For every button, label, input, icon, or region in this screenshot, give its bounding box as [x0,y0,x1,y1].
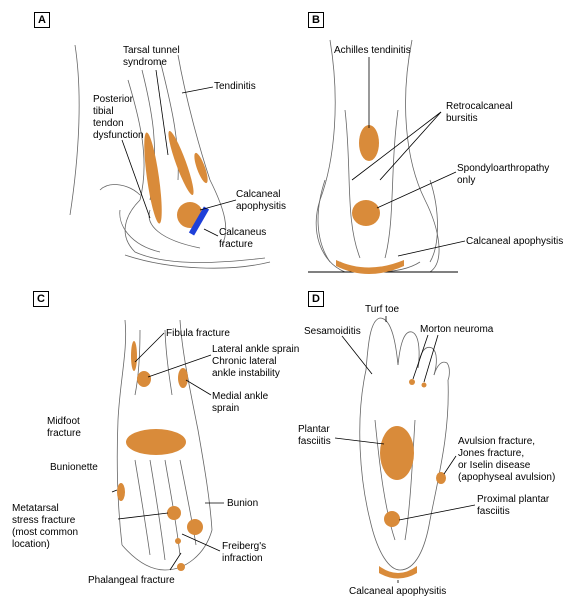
panel-c-leaders [111,332,224,571]
phalangeal-lesion [177,563,185,571]
lateral-ankle-lesion [137,371,151,387]
freiberg-lesion [175,538,181,544]
label-avulsion: Avulsion fracture, Jones fracture, or Is… [458,436,556,483]
plantar-fasciitis-lesion [380,426,414,480]
label-tendinitis: Tendinitis [214,81,256,92]
label-metatarsal: Metatarsal stress fracture (most common … [12,503,79,550]
bunionette-lesion [117,483,125,501]
calcaneal-apophysitis-lesion-b [336,260,404,274]
posterior-tibial-tendon-lesion [144,132,162,224]
morton-lesion-1 [409,379,415,385]
proximal-plantar-lesion [384,511,400,527]
label-turf-toe: Turf toe [365,304,400,315]
label-morton: Morton neuroma [420,324,494,335]
label-phalangeal: Phalangeal fracture [88,575,175,586]
calcaneus-fracture-line [188,206,210,236]
metatarsal-stress-lesion [167,506,181,520]
panel-c-letter: C [33,291,49,307]
label-bunionette: Bunionette [50,462,98,473]
panel-d-leaders [334,316,476,583]
label-proximal-plantar: Proximal plantar fasciitis [477,494,550,517]
label-fibula: Fibula fracture [166,328,230,339]
panel-d-letter: D [308,291,324,307]
panel-c-lesions [117,341,203,571]
panel-b-leaders [351,57,466,257]
label-achilles: Achilles tendinitis [334,45,411,56]
label-calcaneal-apophysitis-a: Calcaneal apophysitis [236,189,287,212]
panel-a-letter: A [34,12,50,28]
label-calcaneal-apophysitis-d: Calcaneal apophysitis [349,586,447,597]
label-medial-ankle: Medial ankle sprain [212,391,269,414]
panel-c-anatomy [116,319,213,571]
label-retrocalcaneal: Retrocalcaneal bursitis [446,101,513,124]
label-spondylo: Spondyloarthropathy only [457,163,550,186]
medial-ankle-lesion [178,368,188,388]
panel-a-anatomy [69,44,271,269]
panel-a-leaders [121,69,237,237]
label-bunion: Bunion [227,498,259,509]
label-plantar-fasciitis: Plantar fasciitis [298,424,331,447]
panel-d-lesions [379,379,446,579]
label-calcaneal-apophysitis-b: Calcaneal apophysitis [466,236,564,247]
panel-b-anatomy [315,39,440,273]
fibula-fracture-lesion [131,341,137,371]
panel-b-lesions [336,125,404,274]
label-posterior-tibial: Posterior tibial tendon dysfunction [93,94,144,141]
panel-d-anatomy [359,317,450,571]
morton-lesion-2 [421,382,427,388]
panel-a-lesions [144,131,210,236]
midfoot-fracture-lesion [126,429,186,455]
calcaneal-apophysitis-lesion-d [379,566,417,579]
bunion-lesion [187,519,203,535]
spondylo-lesion [352,200,380,226]
achilles-lesion [359,125,379,161]
tarsal-tunnel-lesion [168,131,194,195]
panel-b-letter: B [308,12,324,28]
label-freiberg: Freiberg's infraction [222,541,267,564]
label-midfoot: Midfoot fracture [47,416,81,439]
label-calcaneus-fracture: Calcaneus fracture [219,227,267,250]
label-lateral-ankle: Lateral ankle sprain Chronic lateral ank… [212,344,300,379]
avulsion-lesion [436,472,446,484]
label-sesamoiditis: Sesamoiditis [304,326,361,337]
label-tarsal-tunnel: Tarsal tunnel syndrome [123,45,180,68]
tendinitis-lesion [194,152,208,184]
